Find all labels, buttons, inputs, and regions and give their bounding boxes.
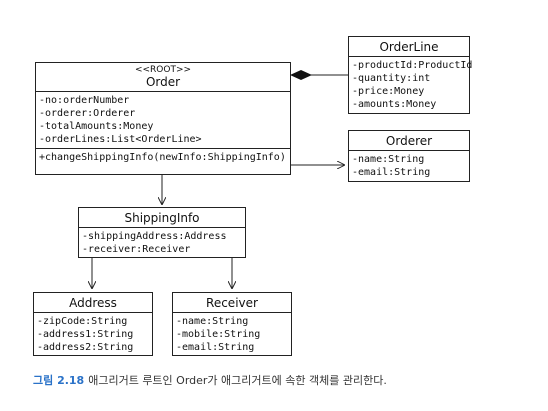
class-order-name: Order	[145, 75, 181, 89]
attribute: -no:orderNumber	[39, 95, 130, 106]
class-receiver-attributes: -name:String -mobile:String -email:Strin…	[173, 313, 291, 356]
attribute: -receiver:Receiver	[82, 244, 191, 255]
attribute: -amounts:Money	[352, 99, 437, 110]
composition-diamond	[290, 70, 312, 80]
attribute: -zipCode:String	[37, 316, 128, 327]
class-orderer-attributes: -name:String -email:String	[349, 151, 469, 181]
class-order-attributes: -no:orderNumber -orderer:Orderer -totalA…	[36, 92, 290, 148]
attribute: -address2:String	[37, 342, 134, 353]
attribute: -name:String	[352, 154, 425, 165]
attribute: -quantity:int	[352, 73, 431, 84]
class-orderline-attributes: -productId:ProductId -quantity:int -pric…	[349, 57, 473, 113]
class-orderer: Orderer -name:String -email:String	[348, 130, 470, 182]
attribute: -address1:String	[37, 329, 134, 340]
attribute: -mobile:String	[176, 329, 261, 340]
class-order: <<ROOT>> Order -no:orderNumber -orderer:…	[35, 62, 291, 175]
class-order-header: <<ROOT>> Order	[36, 63, 290, 92]
class-address-name: Address	[34, 293, 152, 313]
class-shippinginfo: ShippingInfo -shippingAddress:Address -r…	[78, 207, 246, 258]
class-orderline-name: OrderLine	[349, 37, 469, 57]
attribute: -name:String	[176, 316, 249, 327]
class-shippinginfo-attributes: -shippingAddress:Address -receiver:Recei…	[79, 228, 245, 258]
attribute: -orderLines:List<OrderLine>	[39, 134, 202, 145]
attribute: -orderer:Orderer	[39, 108, 136, 119]
figure-number: 그림 2.18	[33, 374, 85, 387]
class-order-stereotype: <<ROOT>>	[134, 65, 192, 75]
class-orderer-name: Orderer	[349, 131, 469, 151]
class-orderline: OrderLine -productId:ProductId -quantity…	[348, 36, 473, 114]
class-receiver: Receiver -name:String -mobile:String -em…	[172, 292, 292, 356]
attribute: -email:String	[176, 342, 255, 353]
attribute: -productId:ProductId	[352, 60, 473, 71]
class-shippinginfo-name: ShippingInfo	[79, 208, 245, 228]
attribute: -email:String	[352, 167, 431, 178]
composition-order-orderline	[290, 70, 348, 80]
attribute: -totalAmounts:Money	[39, 121, 154, 132]
operation: +changeShippingInfo(newInfo:ShippingInfo…	[39, 152, 286, 163]
class-order-operations: +changeShippingInfo(newInfo:ShippingInfo…	[36, 148, 290, 166]
attribute: -shippingAddress:Address	[82, 231, 227, 242]
class-address: Address -zipCode:String -address1:String…	[33, 292, 153, 356]
attribute: -price:Money	[352, 86, 425, 97]
class-address-attributes: -zipCode:String -address1:String -addres…	[34, 313, 152, 356]
figure-caption-text: 애그리거트 루트인 Order가 애그리거트에 속한 객체를 관리한다.	[88, 374, 387, 387]
class-receiver-name: Receiver	[173, 293, 291, 313]
